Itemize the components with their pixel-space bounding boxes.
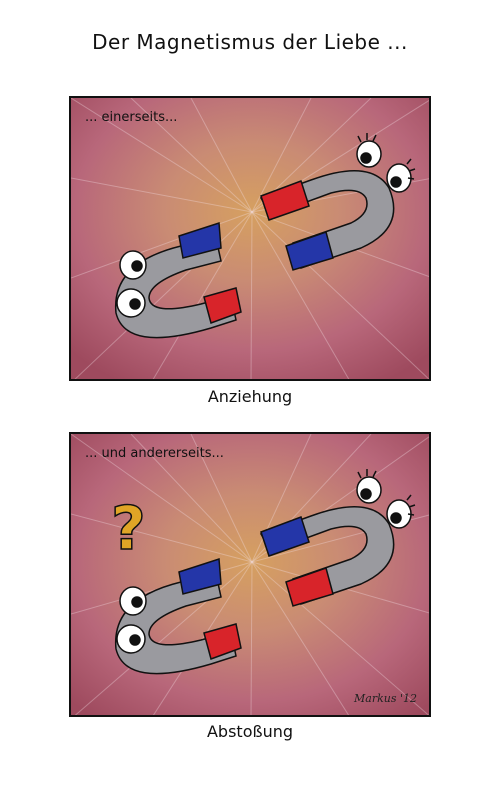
burst-rays: [71, 98, 429, 379]
pole-blue: [260, 516, 310, 557]
question-mark: ?: [111, 494, 146, 564]
panel-attraction: ... einerseits...: [69, 96, 431, 381]
pole-blue: [178, 221, 222, 259]
magnet-right: [259, 469, 416, 607]
panel-attraction-art: [71, 98, 429, 379]
pole-red: [203, 623, 242, 660]
panel-label-repulsion: Abstoßung: [206, 722, 293, 741]
panel-repulsion-art: ?: [71, 434, 429, 715]
pole-red: [285, 567, 334, 607]
panel-caption: ... und andererseits...: [85, 446, 224, 461]
pole-red: [203, 287, 242, 324]
panel-repulsion: ? ... und andererseits... Markus '12: [69, 432, 431, 717]
pole-blue: [285, 231, 334, 271]
magnet-right: [259, 133, 416, 271]
pole-red: [260, 180, 310, 221]
magnet-left: [114, 557, 242, 675]
burst-rays: [71, 434, 429, 715]
magnet-left: [114, 221, 242, 339]
pole-blue: [178, 557, 222, 595]
panel-label-attraction: Anziehung: [207, 387, 293, 406]
panel-caption: ... einerseits...: [85, 110, 178, 125]
comic-title: Der Magnetismus der Liebe ...: [92, 30, 408, 54]
artist-signature: Markus '12: [354, 692, 417, 705]
